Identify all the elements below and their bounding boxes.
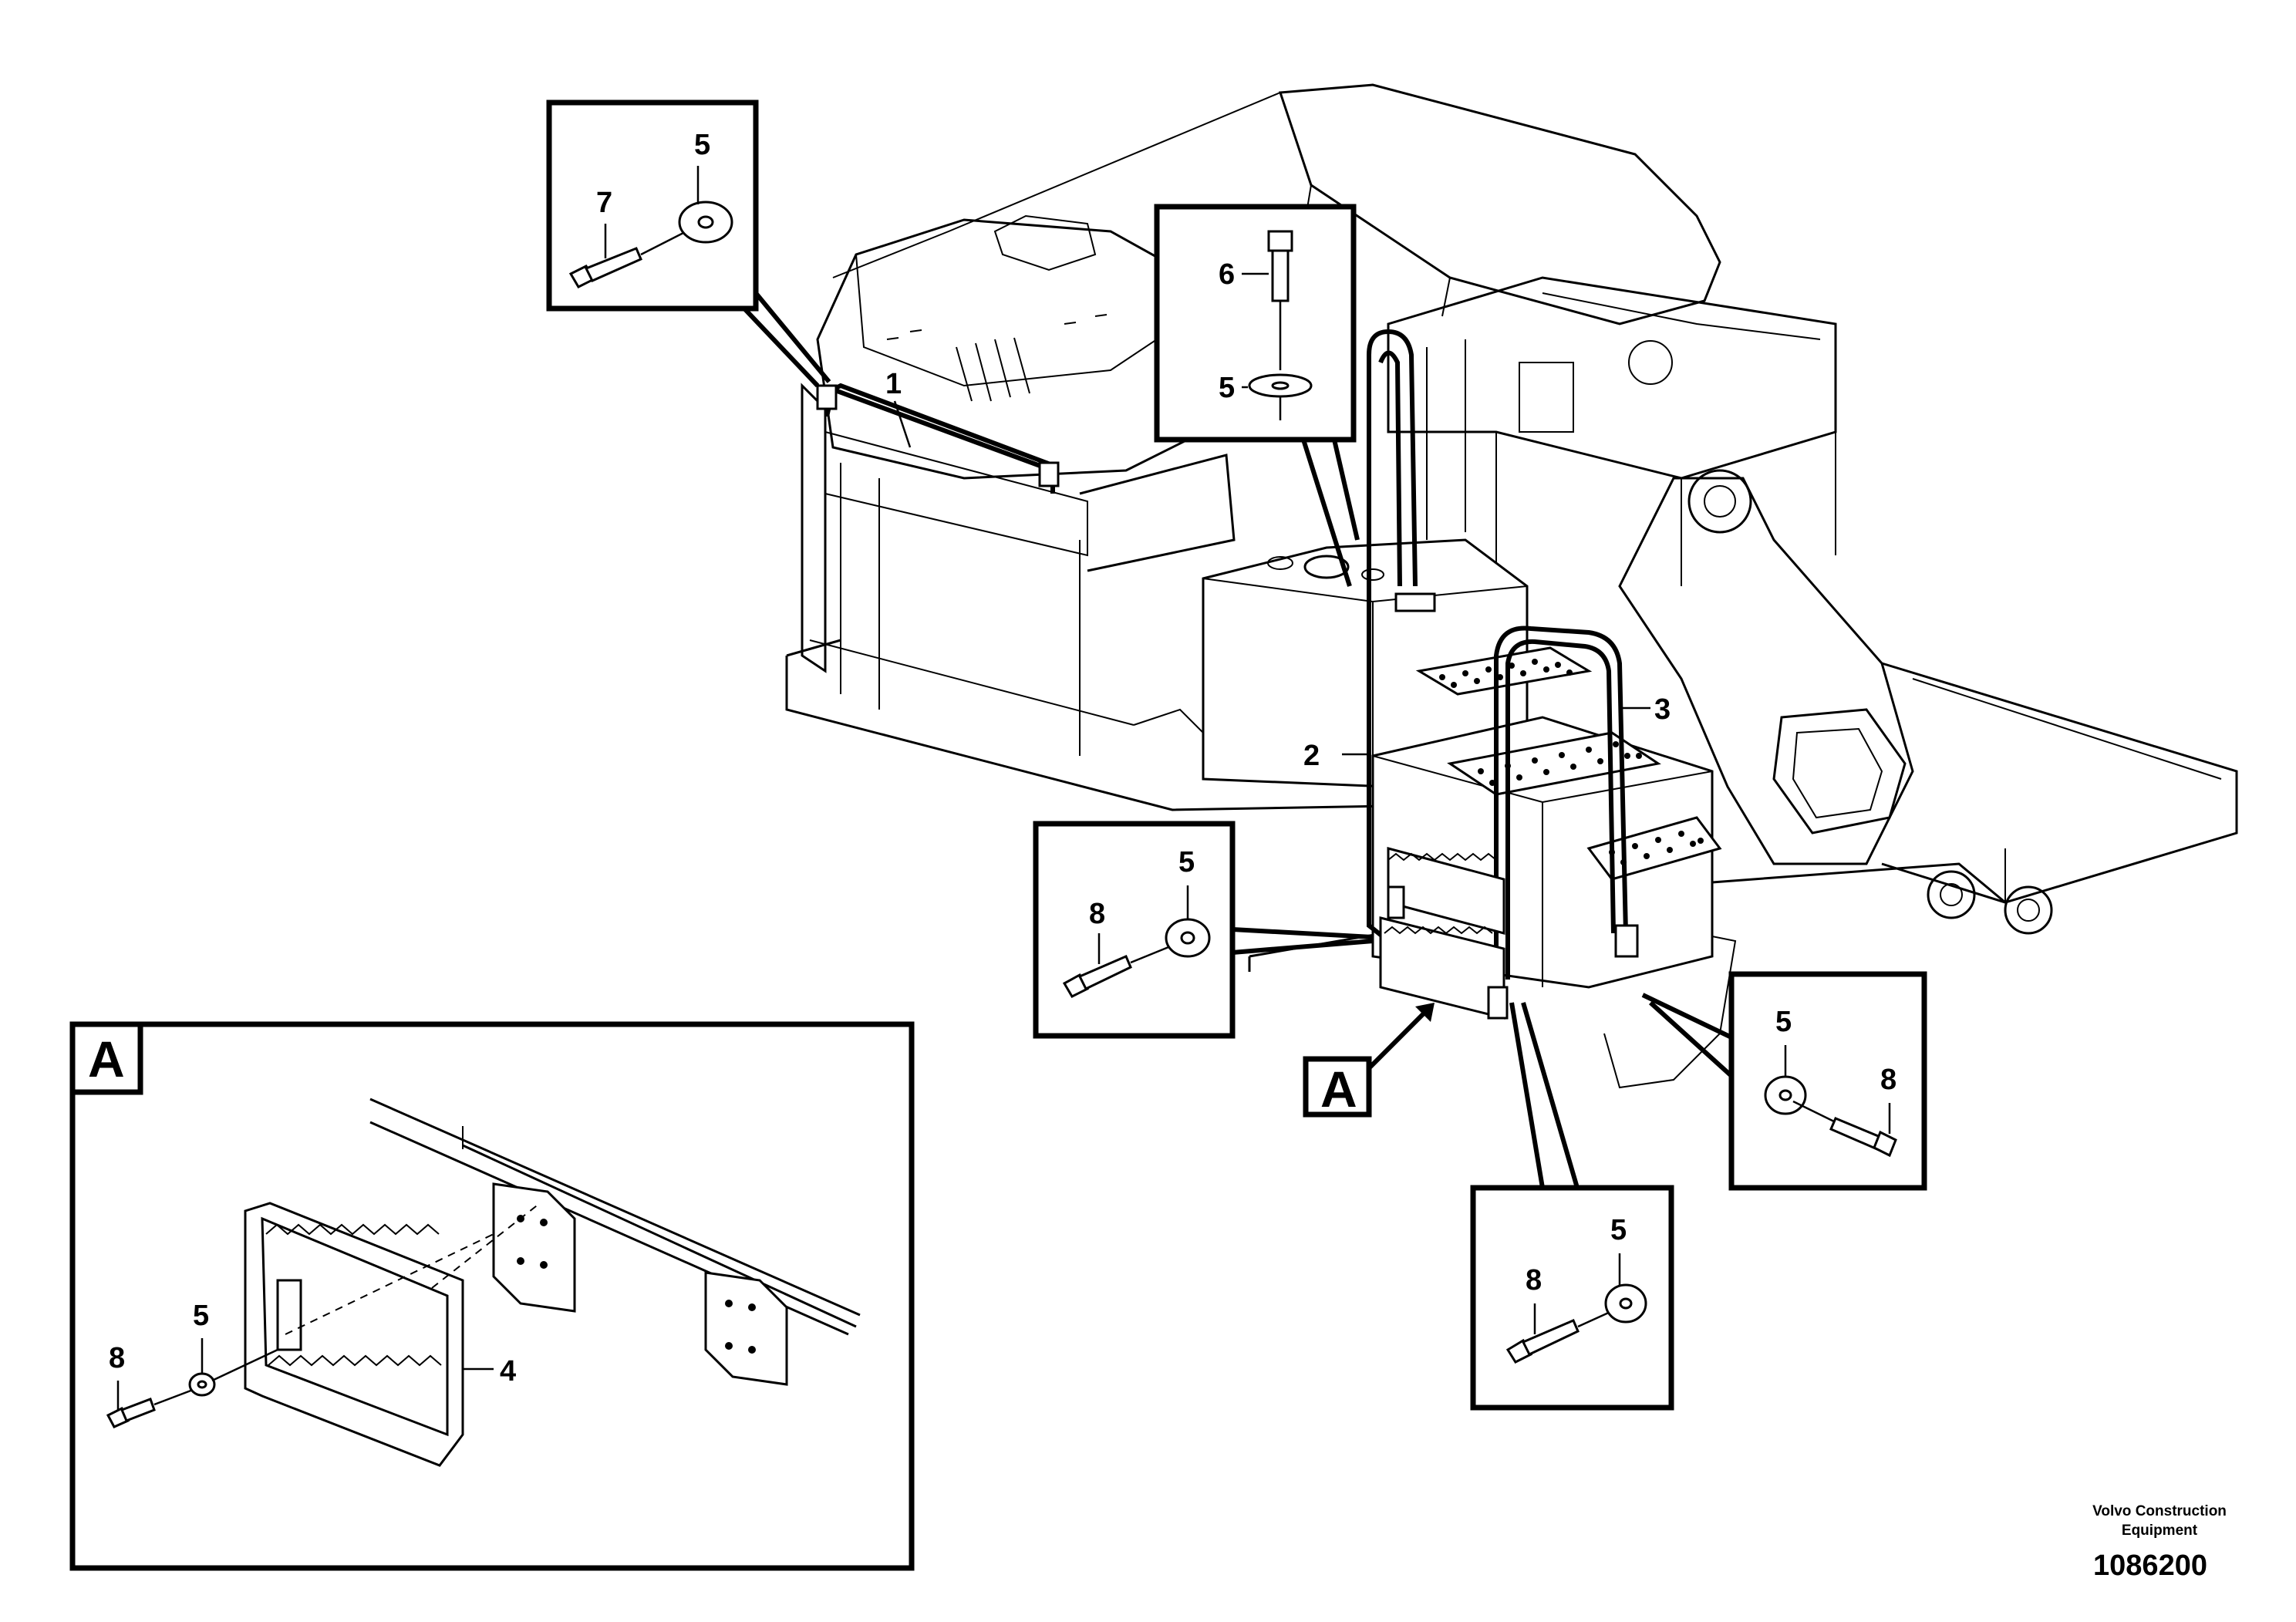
callout-8-right-upper: 8 xyxy=(1880,1064,1896,1096)
bolt-8-icon xyxy=(1505,1319,1580,1364)
brand-line-2: Equipment xyxy=(2122,1523,2198,1539)
washer-5-icon xyxy=(1604,1283,1647,1324)
callout-4: 4 xyxy=(500,1355,516,1388)
detail-a-panel xyxy=(69,1021,915,1571)
detail-a-label: A xyxy=(88,1030,125,1088)
washer-5-icon xyxy=(678,201,733,244)
callout-box-top-middle xyxy=(1154,204,1360,587)
detail-marker-pointer xyxy=(1303,1003,1435,1118)
callout-box-top-left xyxy=(546,99,831,388)
callout-6: 6 xyxy=(1219,258,1235,291)
callout-3: 3 xyxy=(1654,693,1671,726)
callout-1: 1 xyxy=(885,368,902,400)
drawing-number: 1086200 xyxy=(2093,1549,2207,1582)
step-4-installed xyxy=(1379,847,1509,1020)
callout-7: 7 xyxy=(596,187,612,219)
washer-5-icon xyxy=(188,1372,216,1397)
washer-5-icon xyxy=(1248,373,1313,398)
bolt-8-icon xyxy=(1829,1117,1897,1158)
washer-5-icon xyxy=(1764,1075,1807,1115)
washer-5-icon xyxy=(1165,918,1211,958)
bolt-8-icon xyxy=(1062,955,1132,998)
callout-5-detail: 5 xyxy=(193,1300,209,1332)
callout-8-detail: 8 xyxy=(109,1342,125,1374)
callout-5-right-lower: 5 xyxy=(1610,1214,1627,1246)
callout-5-top-left: 5 xyxy=(694,129,710,161)
bolt-6-icon xyxy=(1267,230,1293,302)
bolt-8-icon xyxy=(106,1398,156,1428)
callout-8-middle-left: 8 xyxy=(1089,898,1105,930)
step-4-exploded xyxy=(244,1202,464,1467)
callout-box-right-upper xyxy=(1641,971,1927,1191)
callout-5-right-upper: 5 xyxy=(1775,1006,1792,1038)
detail-marker-label: A xyxy=(1320,1061,1357,1118)
mount-bracket-left xyxy=(492,1182,576,1313)
machine-body xyxy=(785,83,2238,1089)
callout-5-middle-left: 5 xyxy=(1178,846,1195,878)
callout-box-right-lower xyxy=(1470,1002,1674,1411)
bolt-7-icon xyxy=(568,247,642,288)
handrail-3 xyxy=(1494,626,1639,987)
handrail-1 xyxy=(816,383,1060,494)
brand-line-1: Volvo Construction xyxy=(2092,1503,2227,1519)
callout-5-top-middle: 5 xyxy=(1219,372,1235,404)
callout-box-middle-left xyxy=(1033,821,1374,1039)
mount-bracket-right xyxy=(704,1271,788,1386)
callout-8-right-lower: 8 xyxy=(1526,1264,1542,1297)
callout-2: 2 xyxy=(1303,740,1320,772)
